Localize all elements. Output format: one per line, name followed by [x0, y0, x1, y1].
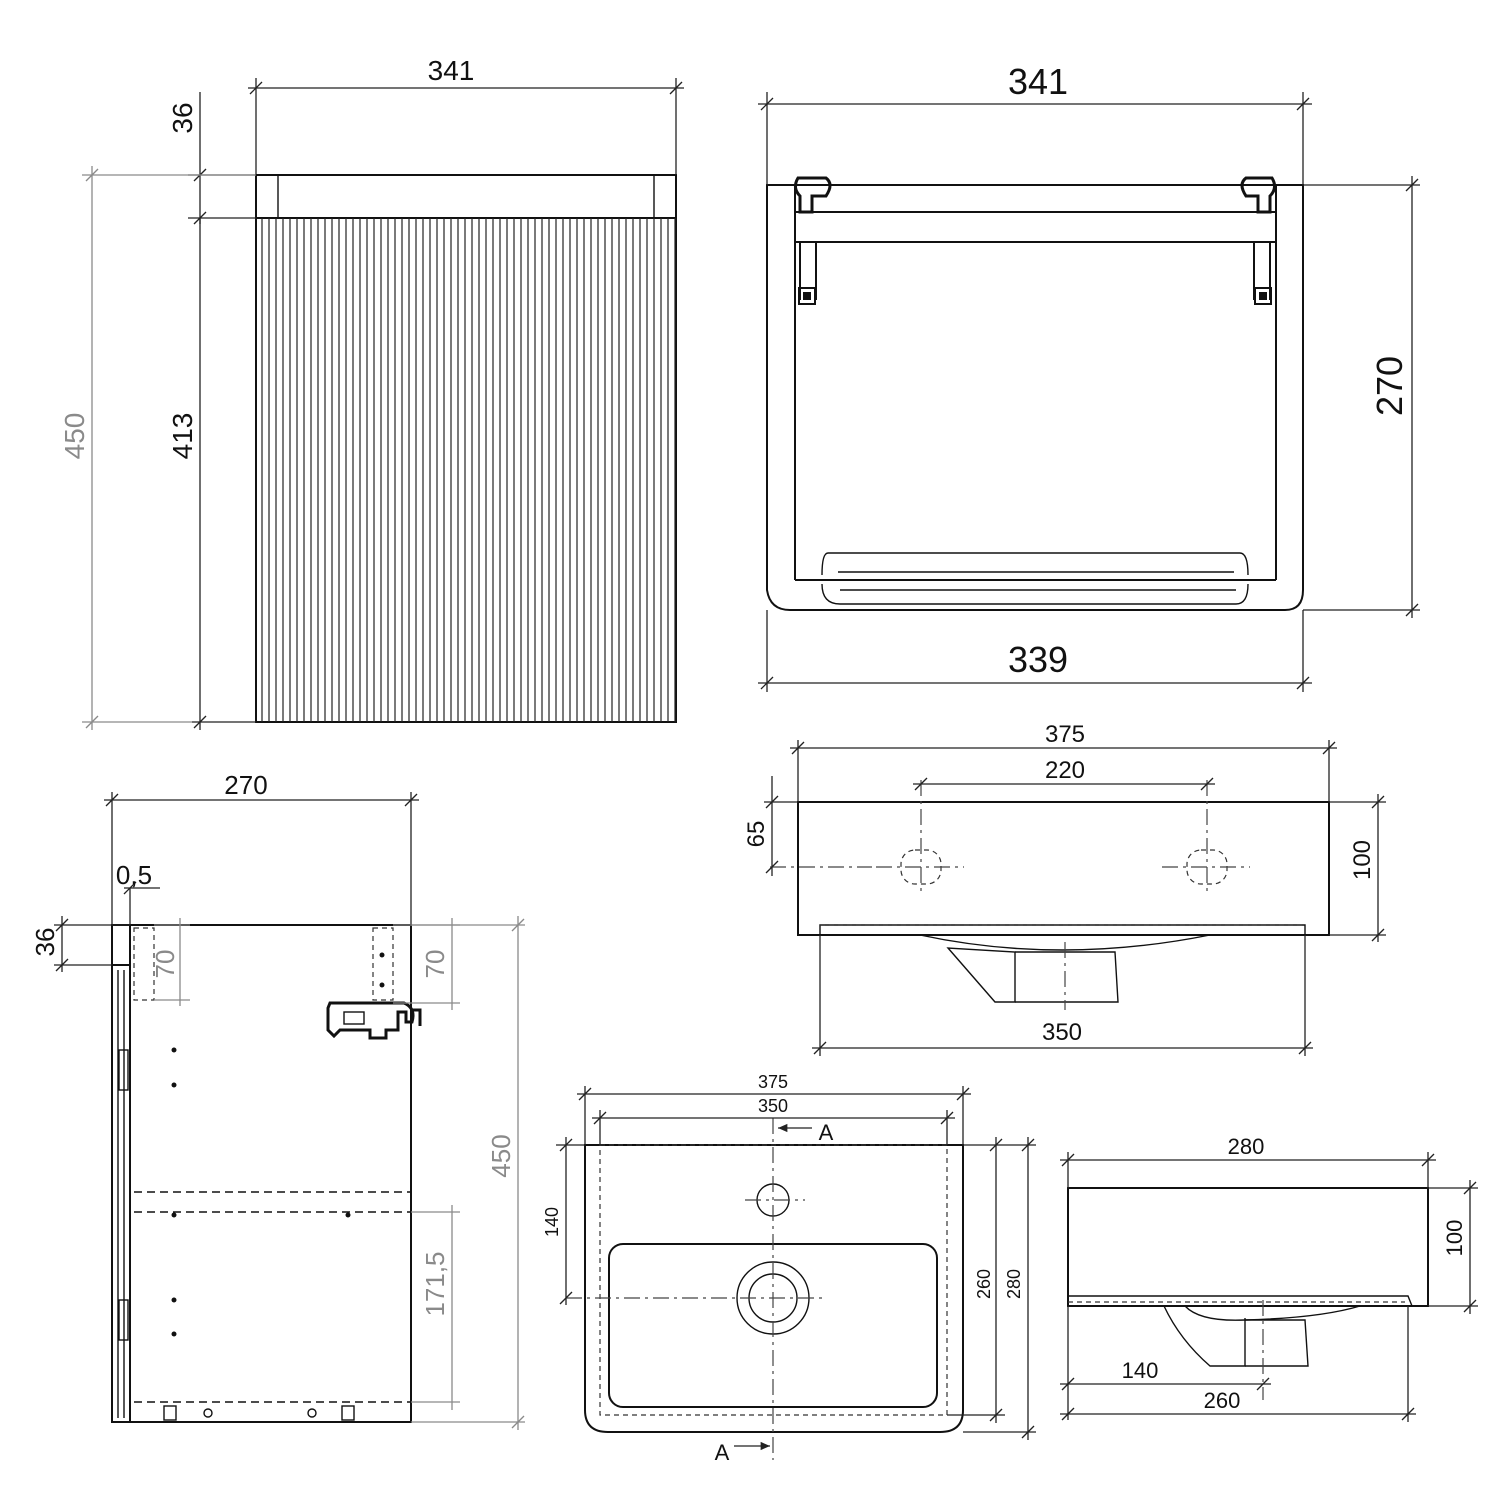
back-top-width-label: 341 [1008, 61, 1068, 102]
basin-section-height-label: 100 [1442, 1220, 1467, 1257]
side-gap-dimension: 0,5 [116, 860, 160, 925]
front-fluted-door [255, 217, 677, 723]
front-countertop [255, 174, 677, 219]
basin-top-outer-depth-dimension: 280 [963, 1137, 1036, 1440]
basin-tap-hole-left [876, 780, 964, 894]
basin-section-height-dimension: 100 [1428, 1180, 1478, 1314]
side-height-label: 450 [486, 1134, 516, 1177]
basin-front-width-dimension: 375 [790, 721, 1337, 802]
front-total-height-label: 450 [59, 413, 90, 460]
basin-top-inner-depth-dimension: 260 [947, 1137, 1005, 1423]
side-wall-hanger [326, 1001, 415, 1040]
back-top-width-dimension: 341 [758, 61, 1312, 185]
front-top-height-dimension: 36 [167, 92, 256, 225]
front-width-label: 341 [428, 55, 475, 86]
basin-top-outer-width-dimension: 375 [577, 1072, 971, 1145]
side-top-height-dimension: 36 [30, 916, 130, 972]
basin-top-inner-width-label: 350 [758, 1096, 788, 1116]
basin-tap-spacing-label: 220 [1045, 757, 1085, 784]
basin-top-outline [584, 1144, 964, 1433]
front-width-dimension: 341 [248, 55, 684, 175]
basin-lower-width-dimension: 350 [812, 935, 1313, 1056]
front-total-height-dimension: 450 [59, 166, 256, 730]
basin-tap-hole-right [1162, 780, 1250, 894]
basin-front-view: 375 220 65 100 [743, 721, 1386, 1056]
basin-front-height-dimension: 100 [1329, 794, 1386, 942]
basin-front-width-label: 375 [1045, 721, 1085, 748]
section-mark-bottom-label: A [715, 1440, 730, 1465]
side-gap-label: 0,5 [116, 860, 152, 890]
back-view: 341 270 339 [758, 61, 1420, 692]
basin-section-view: 280 100 140 260 [1060, 1134, 1478, 1422]
side-top-height-label: 36 [30, 928, 60, 957]
back-bottom-width-dimension: 339 [758, 610, 1312, 692]
section-mark-top: A [778, 1120, 834, 1145]
basin-top-view: A A 375 350 1 [542, 1072, 1036, 1465]
wall-hanger-right [1240, 176, 1277, 305]
basin-tap-spacing-dimension: 220 [913, 757, 1215, 791]
door-flutes [261, 218, 676, 722]
section-mark-top-label: A [819, 1120, 834, 1145]
side-shelf-height-label: 171,5 [420, 1251, 450, 1316]
basin-drain [566, 1261, 826, 1335]
basin-section-bottom-depth-dimension: 260 [1060, 1306, 1416, 1422]
basin-top-hole-offset-dimension: 140 [542, 1137, 585, 1305]
front-door-height-label: 413 [167, 413, 198, 460]
basin-hole-offset-label: 65 [743, 821, 770, 848]
basin-front-height-label: 100 [1349, 840, 1376, 880]
basin-section-bottom-depth-label: 260 [1204, 1388, 1241, 1413]
basin-top-inner-width-dimension: 350 [592, 1096, 955, 1145]
basin-front-body [797, 801, 1330, 936]
basin-lower-width-label: 350 [1042, 1019, 1082, 1046]
basin-hole-offset-dimension: 65 [743, 776, 798, 876]
side-hanger-left-dimension: 70 [150, 918, 190, 1006]
side-hanger-right-label: 70 [420, 950, 450, 979]
side-depth-label: 270 [224, 770, 267, 800]
basin-section-drain-offset-label: 140 [1122, 1358, 1159, 1383]
basin-top-outer-width-label: 375 [758, 1072, 788, 1092]
basin-section-drain-offset-dimension: 140 [1060, 1306, 1271, 1420]
side-view: 270 0,5 36 70 [30, 770, 525, 1430]
side-shelf-height-dimension: 171,5 [411, 1205, 460, 1410]
basin-top-inner-depth-label: 260 [974, 1269, 994, 1299]
side-depth-dimension: 270 [104, 770, 419, 925]
side-screw-dots [171, 952, 385, 1337]
basin-top-hole-offset-label: 140 [542, 1207, 562, 1237]
front-door-height-dimension: 413 [167, 218, 256, 730]
basin-section-body [1067, 1187, 1429, 1307]
basin-section-depth-dimension: 280 [1060, 1134, 1436, 1188]
side-hanger-right-dimension: 70 [393, 918, 460, 1010]
front-top-height-label: 36 [167, 102, 198, 133]
side-hanger-left-label: 70 [150, 950, 180, 979]
basin-section-depth-label: 280 [1228, 1134, 1265, 1159]
side-height-dimension: 450 [411, 916, 525, 1430]
back-bottom-width-label: 339 [1008, 639, 1068, 680]
wall-hanger-left [793, 176, 832, 305]
section-mark-bottom: A [715, 1440, 770, 1465]
side-body [111, 924, 412, 1423]
back-height-label: 270 [1369, 356, 1410, 416]
basin-top-outer-depth-label: 280 [1004, 1269, 1024, 1299]
back-height-dimension: 270 [1303, 176, 1420, 618]
front-view: 341 36 413 450 [59, 55, 684, 730]
